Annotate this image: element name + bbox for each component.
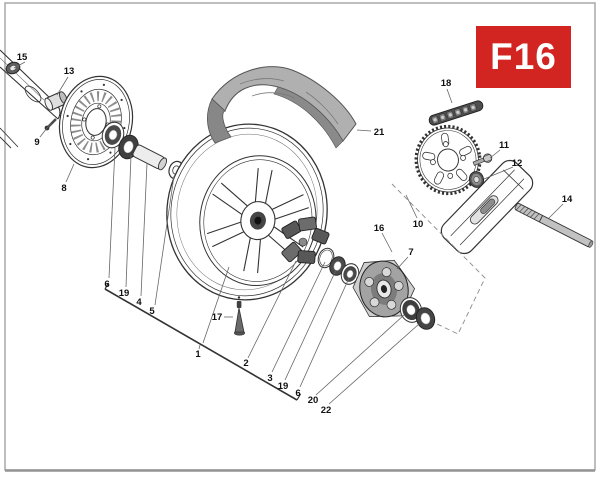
spacer-tube-4: [132, 144, 168, 171]
cap-nut-15: [5, 61, 21, 75]
callout-label-19: 19: [119, 288, 130, 299]
seal-22: [415, 307, 436, 330]
leader-line-16: [381, 232, 393, 253]
callout-label-19: 19: [278, 381, 289, 392]
leader-line-10: [405, 194, 418, 219]
callout-label-3: 3: [267, 373, 272, 384]
leader-line-6: [299, 277, 350, 388]
callout-label-12: 12: [512, 158, 523, 169]
bearing-6-left: [101, 121, 125, 149]
callout-label-17: 17: [212, 312, 223, 323]
callout-label-10: 10: [413, 219, 424, 230]
cush-drive-rubbers-2: [281, 216, 330, 264]
callout-label-9: 9: [34, 137, 39, 148]
valve-stem-17: [234, 296, 246, 336]
bracket-tick-start: [104, 282, 110, 290]
callout-label-16: 16: [374, 223, 385, 234]
leader-line-20: [315, 314, 405, 396]
leader-line-6: [108, 147, 116, 279]
rear-wheel-1: [166, 123, 328, 301]
callout-label-8: 8: [61, 183, 66, 194]
callout-label-6: 6: [295, 388, 300, 399]
bolt-11: [472, 153, 493, 166]
figure-code-text: F16: [490, 36, 557, 77]
seal-19-right: [329, 256, 346, 276]
leader-line-1-wheel: [202, 266, 230, 344]
bracket-tick-end: [296, 393, 302, 401]
bracket-line: [104, 288, 298, 401]
leader-line-5: [154, 175, 175, 306]
callout-label-22: 22: [321, 405, 332, 416]
callout-label-7: 7: [408, 247, 413, 258]
leader-line-3: [271, 261, 326, 373]
leader-line-22: [328, 323, 420, 405]
callout-label-14: 14: [562, 194, 573, 205]
nut-12: [468, 171, 485, 188]
figure-code-badge: F16: [476, 26, 571, 88]
leader-line-14: [548, 203, 564, 219]
leader-line-12: [483, 166, 514, 180]
sprocket-carrier-7: [352, 259, 416, 318]
callout-label-2: 2: [243, 358, 248, 369]
leader-line-8: [65, 163, 75, 183]
callout-label-13: 13: [64, 66, 75, 77]
callout-label-5: 5: [149, 306, 155, 317]
leader-line-7: [396, 256, 409, 270]
leader-line-18: [446, 88, 453, 104]
callout-label-6: 6: [104, 279, 109, 290]
assembly-dashed-line: [391, 183, 486, 335]
leader-line-2: [247, 260, 297, 359]
leader-line-11: [489, 149, 501, 159]
chain-segment-18: [428, 100, 484, 126]
leader-line-4: [140, 162, 148, 297]
callout-label-15: 15: [17, 52, 28, 63]
callout-label-20: 20: [308, 395, 319, 406]
leader-line-13: [56, 76, 69, 96]
page-border-frame: [4, 2, 596, 472]
leader-line-15: [13, 61, 26, 69]
leader-line-21: [356, 129, 372, 132]
callout-label-18: 18: [441, 78, 452, 89]
sprocket-10: [414, 124, 482, 196]
callout-label-11: 11: [499, 140, 510, 151]
leader-line-19: [284, 269, 337, 381]
mudguard-21: [207, 66, 357, 149]
axle-14: [514, 203, 594, 248]
leader-line-9: [39, 122, 52, 138]
leader-line-19: [125, 154, 132, 288]
callout-label-21: 21: [374, 127, 385, 138]
swingarm-right: [440, 159, 534, 255]
callout-label-1: 1: [195, 349, 201, 360]
leader-line-1: [198, 344, 201, 350]
callout-label-4: 4: [136, 297, 142, 308]
